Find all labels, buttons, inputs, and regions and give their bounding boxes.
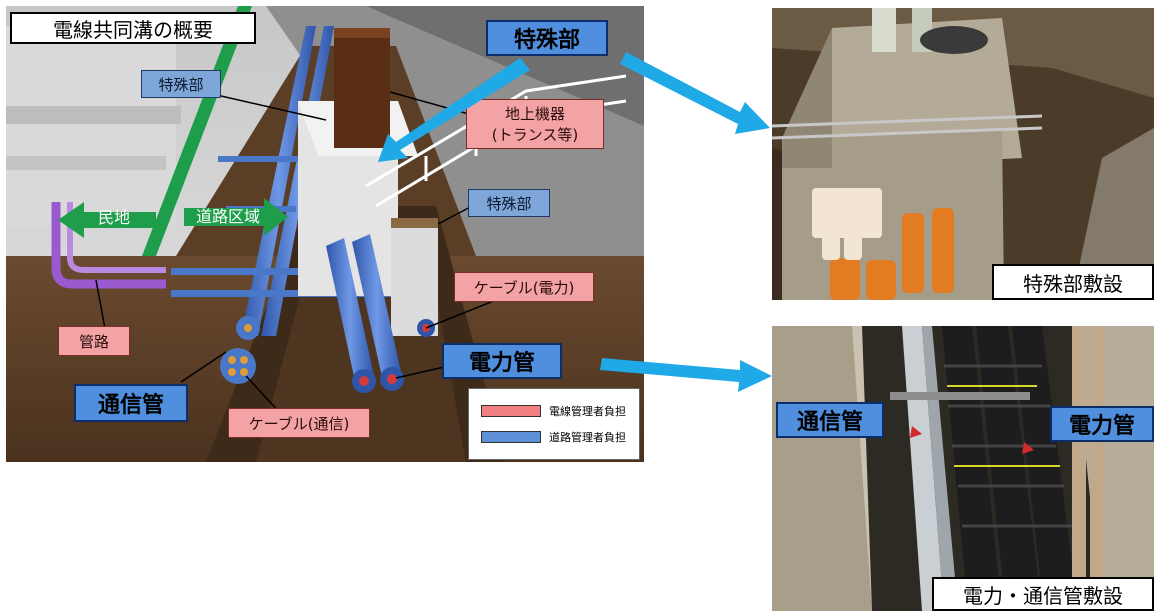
arrow-to-bottom-photo	[600, 358, 772, 392]
photo-telecom-label: 通信管	[776, 402, 884, 438]
conduit-pipe	[51, 202, 166, 289]
diagram-illustration	[6, 6, 644, 462]
special-section-photo: 特殊部敷設	[772, 8, 1154, 300]
legend-item-road-admin: 道路管理者負担	[481, 429, 626, 445]
private-land-label: 民地	[98, 208, 131, 227]
legend-text-power-company: 電線管理者負担	[549, 405, 626, 418]
private-land-arrow	[58, 202, 156, 238]
telecom-pipe-section	[220, 348, 256, 384]
telecom-pipe-label: 通信管	[74, 384, 188, 422]
bottom-photo-caption: 電力・通信管敷設	[932, 577, 1154, 611]
pipe-laying-photo-image	[772, 326, 1154, 611]
top-photo-caption: 特殊部敷設	[992, 264, 1154, 300]
arrow-to-special-section	[378, 58, 530, 162]
pipe-laying-photo: 通信管 電力管 電力・通信管敷設	[772, 326, 1154, 611]
legend-swatch-blue	[481, 431, 541, 443]
road-area-arrow	[184, 198, 288, 236]
power-pipe-label: 電力管	[442, 343, 562, 379]
ground-equipment-line2: (トランス等)	[491, 126, 579, 144]
photo-power-label: 電力管	[1050, 406, 1154, 442]
legend-text-road-admin: 道路管理者負担	[549, 431, 626, 444]
special-section-lower-label: 特殊部	[468, 189, 550, 217]
arrow-to-top-photo	[620, 52, 770, 134]
special-section-upper-label: 特殊部	[141, 70, 221, 98]
diagram-title: 電線共同溝の概要	[10, 12, 256, 44]
cable-power-label: ケーブル(電力)	[454, 272, 594, 302]
ground-equipment-line1: 地上機器	[504, 105, 565, 123]
ground-equipment	[334, 28, 390, 148]
diagram-panel: 電線共同溝の概要 民地 道路区域 特殊部 特殊部 地上機器 (トランス等) ケー…	[6, 6, 644, 462]
conduit-label: 管路	[58, 326, 130, 356]
special-section-main-label: 特殊部	[486, 20, 608, 56]
cable-telecom-label: ケーブル(通信)	[228, 408, 370, 438]
boundary-line	[142, 6, 252, 256]
special-section-photo-image	[772, 8, 1154, 300]
road-area-label: 道路区域	[196, 207, 261, 226]
legend-swatch-pink	[481, 405, 541, 417]
legend-item-power-company: 電線管理者負担	[481, 403, 626, 419]
legend: 電線管理者負担 道路管理者負担	[468, 388, 640, 460]
ground-equipment-label: 地上機器 (トランス等)	[466, 99, 604, 149]
